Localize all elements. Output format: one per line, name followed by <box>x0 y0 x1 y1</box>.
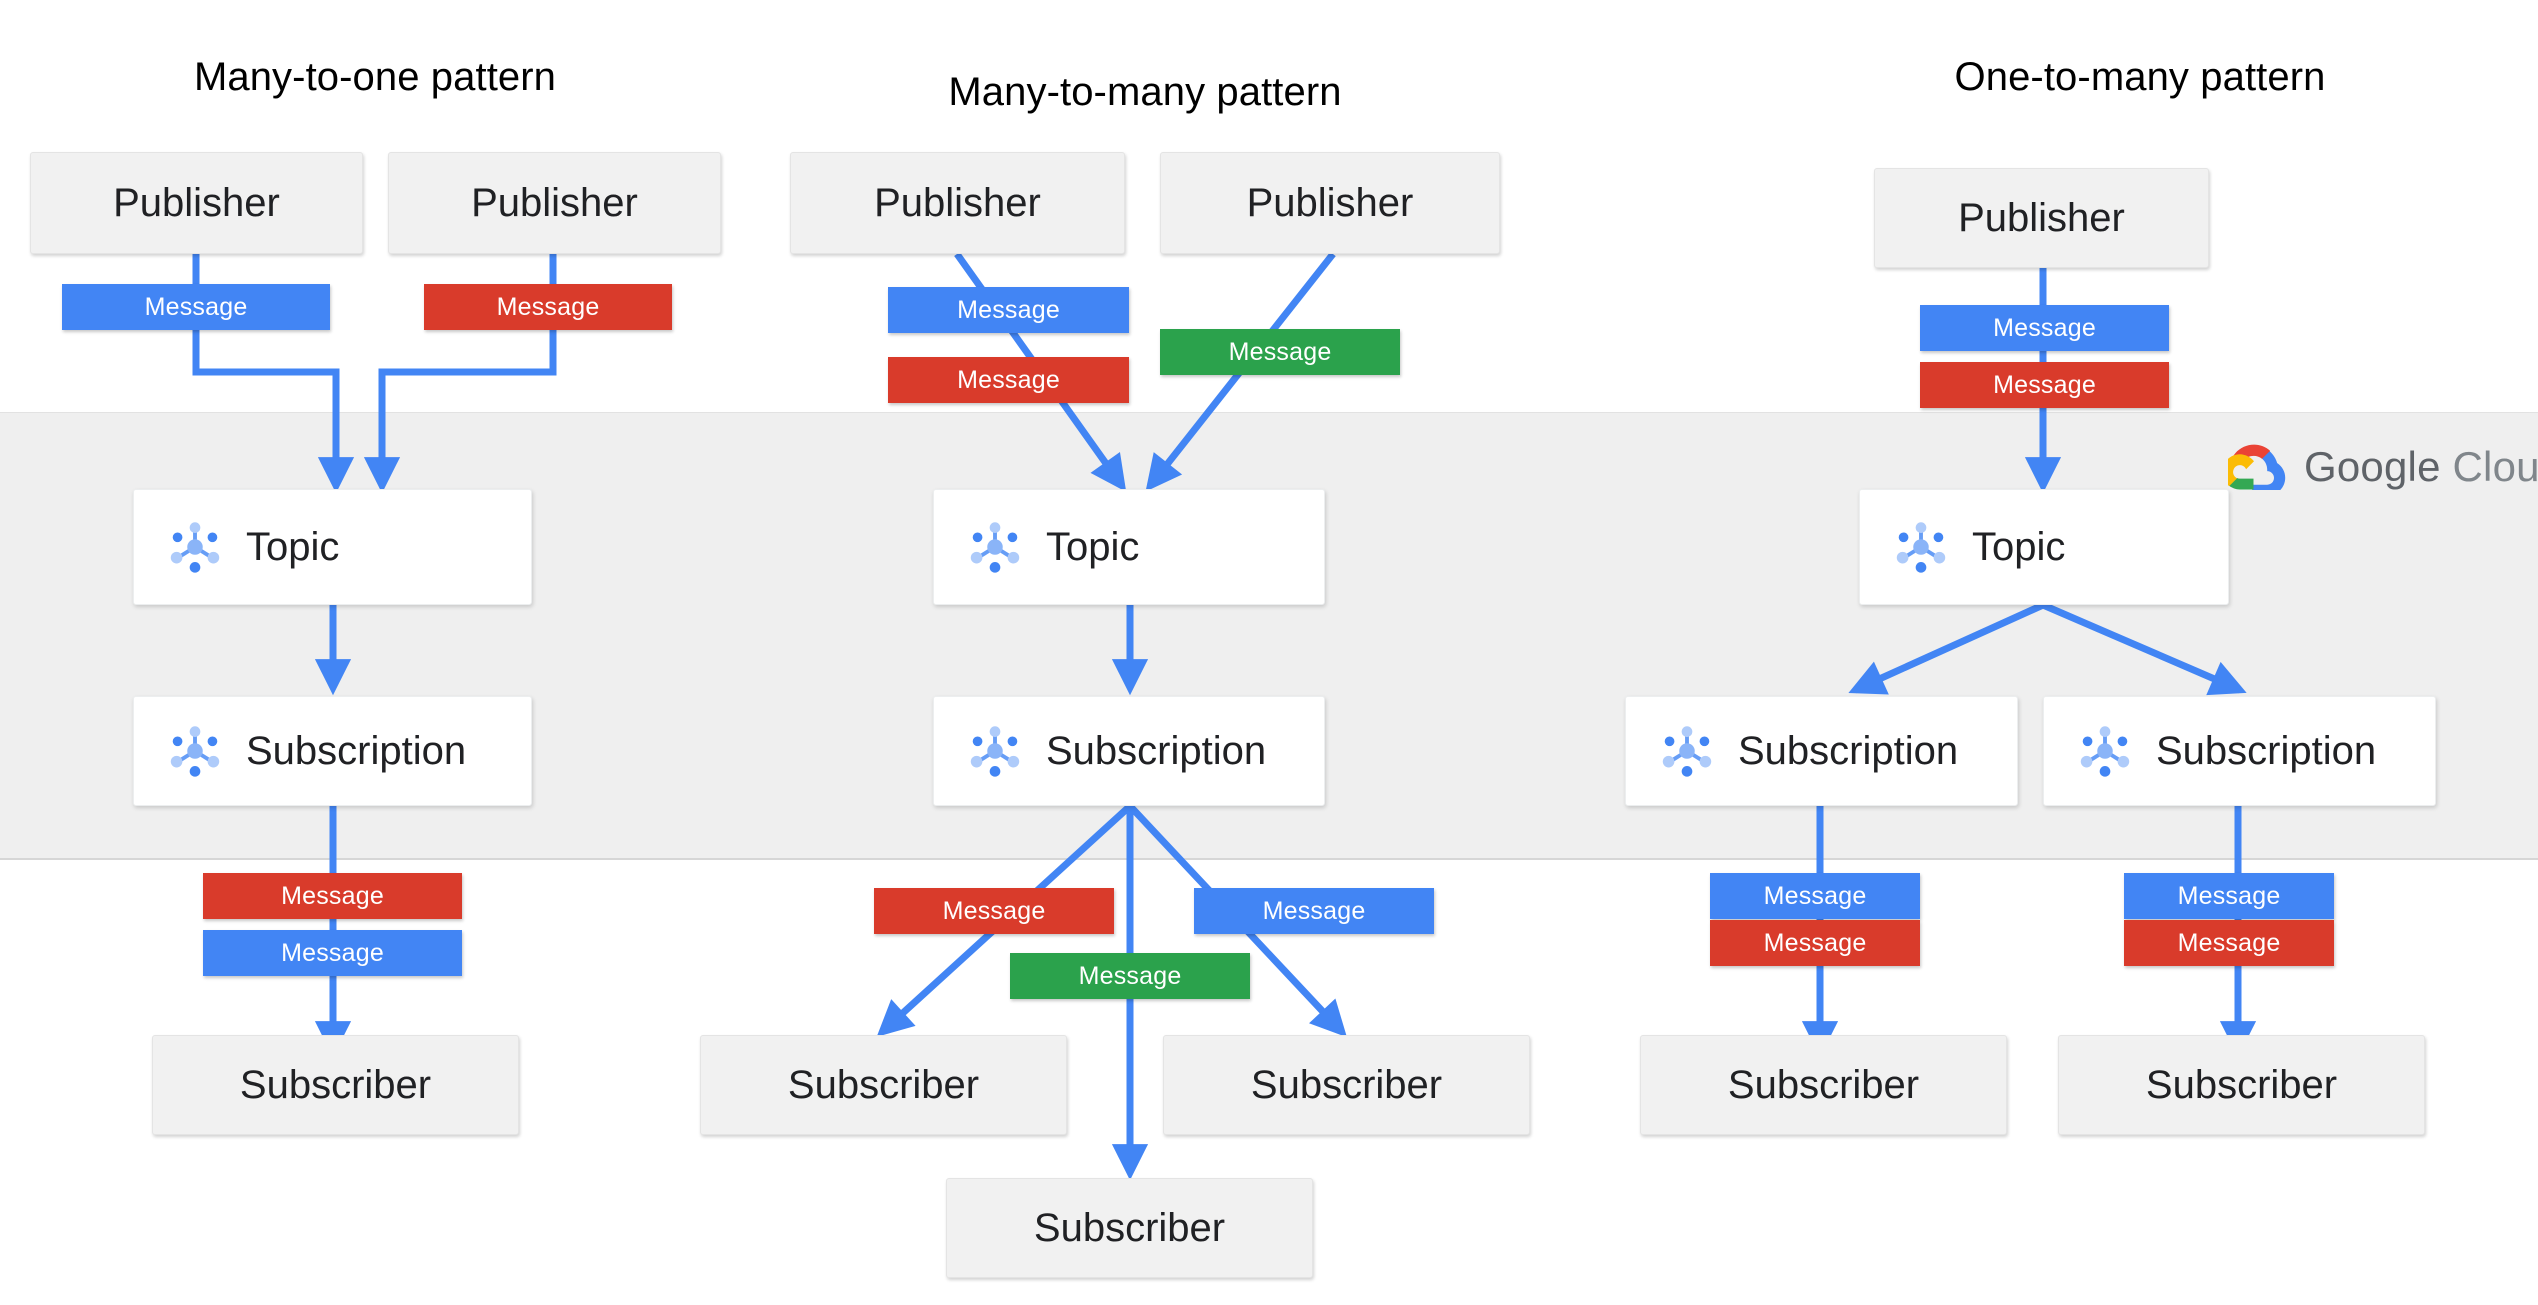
message-label: Message <box>281 938 384 967</box>
topic-node[interactable]: Topic <box>933 489 1325 605</box>
message-chip[interactable]: Message <box>888 287 1129 333</box>
subscriber-label: Subscriber <box>2145 1063 2338 1107</box>
message-chip[interactable]: Message <box>888 357 1129 403</box>
pubsub-icon <box>1896 522 1946 573</box>
column-title-many-to-many: Many-to-many pattern <box>948 70 1342 114</box>
message-label: Message <box>1228 337 1332 366</box>
publisher-label: Publisher <box>874 181 1041 225</box>
message-chip[interactable]: Message <box>424 284 672 330</box>
message-label: Message <box>957 295 1060 324</box>
publisher-node[interactable]: Publisher <box>388 152 721 254</box>
message-label: Message <box>1763 881 1867 910</box>
publisher-node[interactable]: Publisher <box>30 152 363 254</box>
pubsub-icon <box>170 726 220 777</box>
subscriber-node[interactable]: Subscriber <box>1640 1035 2007 1135</box>
google-cloud-wordmark: Google Cloud <box>2304 443 2538 491</box>
subscriber-node[interactable]: Subscriber <box>700 1035 1067 1135</box>
message-label: Message <box>2177 881 2281 910</box>
message-label: Message <box>1993 313 2096 342</box>
publisher-label: Publisher <box>471 181 638 225</box>
message-chip[interactable]: Message <box>1710 920 1920 966</box>
brand-name-primary: Google <box>2304 443 2441 490</box>
pubsub-icon <box>970 726 1020 777</box>
message-chip[interactable]: Message <box>2124 873 2334 919</box>
subscriber-label: Subscriber <box>787 1063 980 1107</box>
publisher-label: Publisher <box>1246 181 1414 225</box>
subscriber-label: Subscriber <box>239 1063 432 1107</box>
subscription-node[interactable]: Subscription <box>133 696 532 806</box>
pubsub-icon <box>2080 726 2130 777</box>
topic-label: Topic <box>1046 525 1140 569</box>
message-chip[interactable]: Message <box>1010 953 1250 999</box>
message-label: Message <box>942 896 1046 925</box>
topic-label: Topic <box>1972 525 2066 569</box>
message-label: Message <box>1078 961 1182 990</box>
subscriber-node[interactable]: Subscriber <box>1163 1035 1530 1135</box>
brand-name-secondary: Cloud <box>2452 443 2538 490</box>
message-label: Message <box>1763 928 1867 957</box>
subscription-label: Subscription <box>1046 729 1267 773</box>
message-chip[interactable]: Message <box>2124 920 2334 966</box>
message-label: Message <box>496 292 600 321</box>
message-label: Message <box>2177 928 2281 957</box>
topic-label: Topic <box>246 525 340 569</box>
topic-node[interactable]: Topic <box>133 489 532 605</box>
subscriber-node[interactable]: Subscriber <box>2058 1035 2425 1135</box>
message-chip[interactable]: Message <box>62 284 330 330</box>
message-chip[interactable]: Message <box>1710 873 1920 919</box>
message-chip[interactable]: Message <box>1160 329 1400 375</box>
google-cloud-brand-lockup: Google Cloud <box>2228 443 2538 491</box>
subscriber-node[interactable]: Subscriber <box>152 1035 519 1135</box>
topic-node[interactable]: Topic <box>1859 489 2229 605</box>
publisher-node[interactable]: Publisher <box>1874 168 2209 268</box>
message-chip[interactable]: Message <box>203 873 462 919</box>
publisher-label: Publisher <box>113 181 280 225</box>
column-title-many-to-one: Many-to-one pattern <box>193 55 557 99</box>
message-chip[interactable]: Message <box>874 888 1114 934</box>
pubsub-icon <box>970 522 1020 573</box>
subscriber-node[interactable]: Subscriber <box>946 1178 1313 1278</box>
publisher-node[interactable]: Publisher <box>1160 152 1500 254</box>
subscription-label: Subscription <box>2156 729 2377 773</box>
message-label: Message <box>957 365 1060 394</box>
message-label: Message <box>1993 370 2096 399</box>
google-cloud-logo-icon <box>2228 444 2286 490</box>
subscription-node[interactable]: Subscription <box>933 696 1325 806</box>
message-chip[interactable]: Message <box>1920 362 2169 408</box>
column-title-one-to-many: One-to-many pattern <box>1954 55 2326 99</box>
subscriber-label: Subscriber <box>1033 1206 1226 1250</box>
pubsub-icon <box>170 522 220 573</box>
message-label: Message <box>1262 896 1366 925</box>
subscription-label: Subscription <box>246 729 467 773</box>
message-chip[interactable]: Message <box>1920 305 2169 351</box>
publisher-label: Publisher <box>1958 196 2125 240</box>
pubsub-icon <box>1662 726 1712 777</box>
subscription-node[interactable]: Subscription <box>2043 696 2436 806</box>
subscription-label: Subscription <box>1738 729 1959 773</box>
subscription-node[interactable]: Subscription <box>1625 696 2018 806</box>
subscriber-label: Subscriber <box>1250 1063 1443 1107</box>
publisher-node[interactable]: Publisher <box>790 152 1125 254</box>
subscriber-label: Subscriber <box>1727 1063 1920 1107</box>
message-chip[interactable]: Message <box>203 930 462 976</box>
message-label: Message <box>144 292 248 321</box>
message-chip[interactable]: Message <box>1194 888 1434 934</box>
message-label: Message <box>281 881 384 910</box>
